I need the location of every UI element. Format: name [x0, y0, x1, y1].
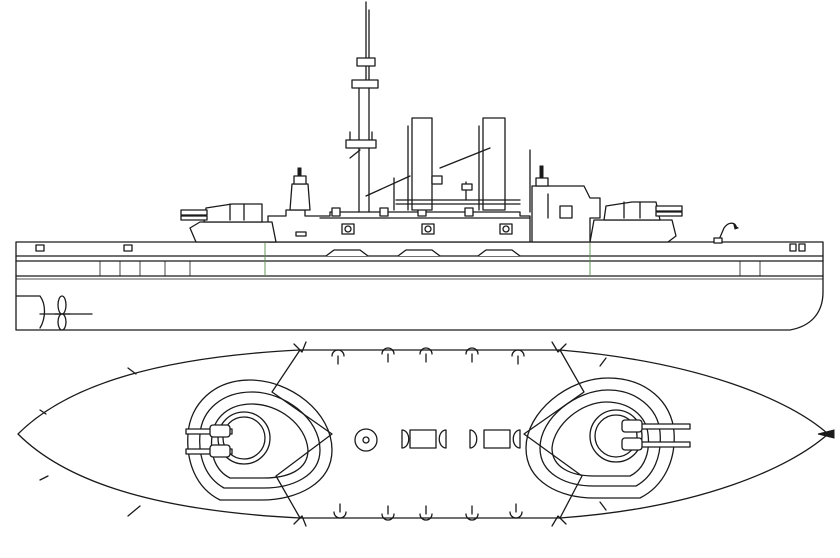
- deck-ventilators-port: [331, 347, 525, 365]
- aft-funnel: [478, 117, 506, 211]
- stern-jackstaff: [817, 429, 835, 439]
- aft-turret-guns-plan: [621, 419, 691, 451]
- deck-plan-view: [17, 341, 835, 527]
- fore-barbette: [189, 221, 277, 243]
- stern-cutaway: [15, 295, 46, 329]
- casemate-sponson-2: [397, 249, 441, 257]
- centre-deck-fittings: [354, 428, 521, 452]
- aft-turret: [603, 201, 661, 221]
- side-elevation-view: [15, 1, 824, 331]
- hull-outline: [15, 241, 824, 331]
- conning-tower: [289, 183, 311, 211]
- casemate-sponson-1: [325, 249, 369, 257]
- casemate-sponson-3: [477, 249, 521, 257]
- fore-turret-guns: [180, 209, 208, 221]
- bow-crane: [717, 222, 737, 243]
- derrick-mid: [439, 147, 491, 169]
- superstructure-deck: [267, 209, 531, 243]
- deck-ventilators-starboard: [333, 503, 523, 521]
- fore-funnel: [407, 117, 443, 211]
- aft-barbette: [589, 219, 677, 243]
- fore-turret: [203, 203, 263, 223]
- deck-edge-fittings: [39, 341, 607, 527]
- deck-plan-superstructure: [271, 349, 585, 519]
- hull-scuttles: [35, 243, 806, 252]
- propeller-icon: [39, 295, 93, 331]
- fore-turret-guns-plan: [185, 424, 233, 458]
- foremast: [345, 1, 379, 213]
- conning-tower-top: [293, 175, 307, 185]
- aft-turret-guns: [655, 205, 683, 217]
- hull-frame-ticks: [99, 243, 761, 276]
- derrick-fore: [365, 175, 411, 197]
- secondary-gun-ports: [341, 223, 513, 235]
